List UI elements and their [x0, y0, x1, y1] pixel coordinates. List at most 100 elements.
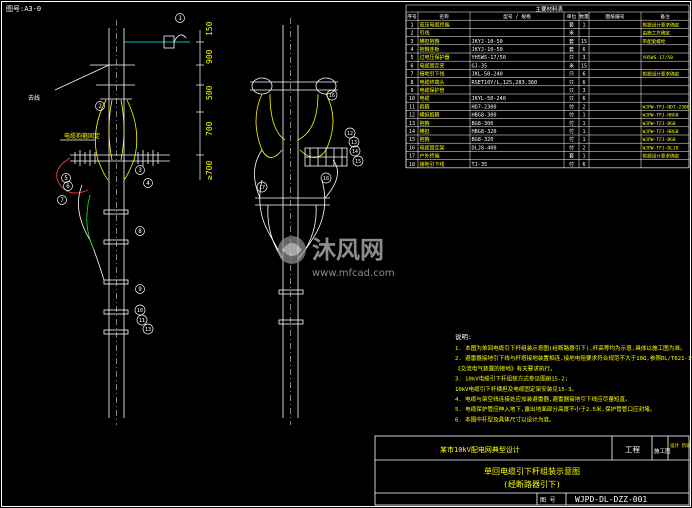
callout-r16: 16 [326, 89, 338, 101]
table-cell: 套 [569, 38, 574, 45]
table-header-cell: 名称 [439, 13, 449, 20]
callout-4: 4 [143, 178, 153, 188]
svg-text:4: 4 [146, 180, 150, 187]
table-cell: 8 [410, 80, 413, 86]
callout-11: 11 [136, 314, 148, 326]
table-cell: 抱箍 [420, 120, 430, 127]
table-cell: 17 [409, 154, 415, 160]
table-cell: YH5WS-17/50 [472, 55, 506, 61]
callout-r18: 18 [320, 172, 332, 184]
svg-text:6: 6 [66, 183, 70, 190]
table-cell: BG8-320 [472, 137, 494, 143]
table-header-cell: 图纸编号 [605, 13, 624, 20]
table-cell: 2 [582, 145, 585, 151]
watermark: 沐风网 www.mfcad.com [278, 236, 395, 279]
table-cell: 抱箍 [420, 136, 430, 143]
svg-text:3: 3 [138, 167, 142, 174]
table-cell: 只 [569, 72, 574, 78]
table-cell: RSET10Y/L,125,283,360 [472, 80, 538, 86]
table-cell: 横担抱箍 [420, 38, 440, 45]
insulator-right-r [315, 77, 337, 95]
table-cell: 只 [569, 55, 574, 61]
table-cell: WJPW-TFJ-HBG8 [643, 129, 679, 135]
callout-5: 5 [61, 173, 71, 183]
tb-stage-note: 设计 阶段 [670, 442, 691, 449]
table-cell: 户外终端 [420, 153, 440, 160]
tb-drawing-no-label: 图 号 [540, 497, 556, 504]
svg-text:14: 14 [352, 149, 358, 155]
table-cell: JKYJ-10-50 [472, 39, 503, 45]
svg-text:7: 7 [60, 197, 64, 204]
svg-text:17: 17 [259, 185, 265, 191]
table-cell: DLJ8-400 [472, 145, 497, 151]
table-cell: 电缆固定夹 [420, 62, 445, 69]
left-callouts: 1 2 3 4 5 6 7 8 9 10 11 13 [57, 13, 185, 335]
callout-7: 7 [57, 195, 67, 205]
table-cell: 电缆固定架 [420, 144, 445, 151]
clamp-5 [103, 329, 129, 335]
note-line: 4. 电缆与架空线连接处应加装避雷器,避雷器接地引下线应尽量短直。 [455, 395, 631, 403]
table-cell: 6 [410, 63, 413, 69]
table-cell: 电缆 [420, 95, 430, 102]
callout-r14: 14 [349, 145, 361, 157]
leader-direction [54, 64, 110, 91]
callout-r17: 17 [256, 181, 268, 193]
callout-13: 13 [142, 323, 154, 335]
table-cell: 抱箍 [420, 103, 430, 110]
table-cell: 只 [569, 80, 574, 86]
table-cell: WJPW-TFJ-HBG8 [643, 113, 679, 119]
svg-text:10: 10 [137, 308, 143, 314]
table-cell: 1 [410, 22, 413, 28]
table-cell: 由施工方确定 [643, 30, 671, 37]
table-cell: 电缆保护管 [420, 87, 445, 94]
table-cell: 过电压保护器 [420, 54, 450, 61]
table-cell: 6 [582, 96, 585, 102]
table-cell: 米 [569, 62, 574, 69]
cable-loop-left [56, 157, 89, 194]
table-cell: 根据设计要求确定 [643, 71, 680, 78]
table-cell: WJPW-TFJ-BG8 [643, 121, 676, 127]
table-cell: HBG8-300 [472, 113, 497, 119]
table-cell: 接地引下线 [420, 71, 445, 78]
arrester-assembly [94, 99, 138, 181]
tb-phase: 施工图 [654, 447, 671, 455]
svg-text:13: 13 [145, 327, 151, 333]
table-cell: JKYL-50-240 [472, 96, 506, 102]
table-cell: 抱箍连板 [420, 46, 440, 53]
clamp-1 [103, 209, 129, 215]
title-block [374, 435, 690, 506]
table-cell: 套 [569, 153, 574, 160]
table-cell: 带配套螺栓 [643, 38, 666, 45]
callout-8: 8 [135, 226, 145, 236]
table-cell: 12 [409, 113, 415, 119]
table-cell: WJPW-TFJ-DLJ8 [643, 145, 679, 151]
table-cell: JKL-50-240 [472, 72, 503, 78]
table-cell: 15 [581, 63, 587, 69]
table-cell: 6 [582, 80, 585, 86]
tb-stage: 工程 [625, 445, 640, 454]
table-cell: 4 [410, 47, 413, 53]
table-cell: 高压电缆终端 [420, 21, 450, 28]
table-header-cell: 数量 [579, 13, 589, 20]
table-cell: 付 [569, 128, 574, 135]
table-cell: YH5WS-17/50 [643, 55, 674, 61]
table-cell: 1 [582, 121, 585, 127]
right-callouts: 12 13 14 15 16 17 18 [256, 89, 364, 193]
table-cell: 14 [409, 129, 415, 135]
note-line: 3. 10kV电缆引下杆组装方式参见图册15-2; [455, 375, 568, 383]
svg-text:2: 2 [98, 103, 102, 110]
table-cell: 5 [410, 55, 413, 61]
table-cell: TJ-35 [472, 162, 488, 168]
table-cell: 1 [582, 129, 585, 135]
table-cell: 1 [582, 22, 585, 28]
table-cell: 横担 [420, 128, 430, 135]
right-pole-elevation [250, 18, 348, 425]
table-cell: 只 [569, 96, 574, 102]
table-cell: 付 [569, 136, 574, 143]
table-cell: 电缆终端头 [420, 79, 445, 86]
cable-down-route [78, 184, 105, 281]
table-header-cell: 单位 [567, 13, 577, 20]
table-cell: 15 [581, 39, 587, 45]
callout-6: 6 [63, 181, 73, 191]
